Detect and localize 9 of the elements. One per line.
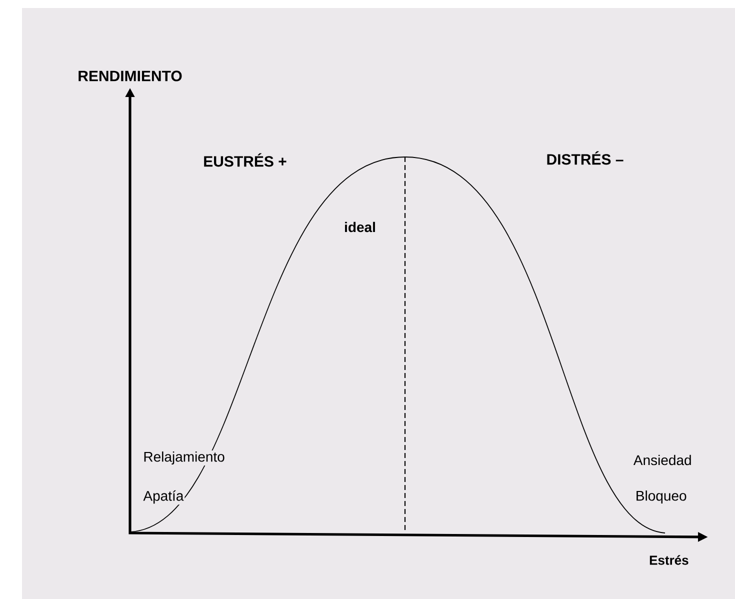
region-label: DISTRÉS – [547, 151, 624, 165]
curve-label: Apatía [143, 490, 184, 504]
axis-title: Estrés [650, 555, 688, 565]
region-label: ideal [345, 222, 375, 232]
axis-title: RENDIMIENTO [78, 70, 182, 82]
curve-label: Relajamiento [144, 451, 224, 465]
curve-label: Bloqueo [636, 490, 686, 504]
region-label: EUSTRÉS + [204, 153, 286, 167]
curve-label: Ansiedad [633, 454, 691, 466]
